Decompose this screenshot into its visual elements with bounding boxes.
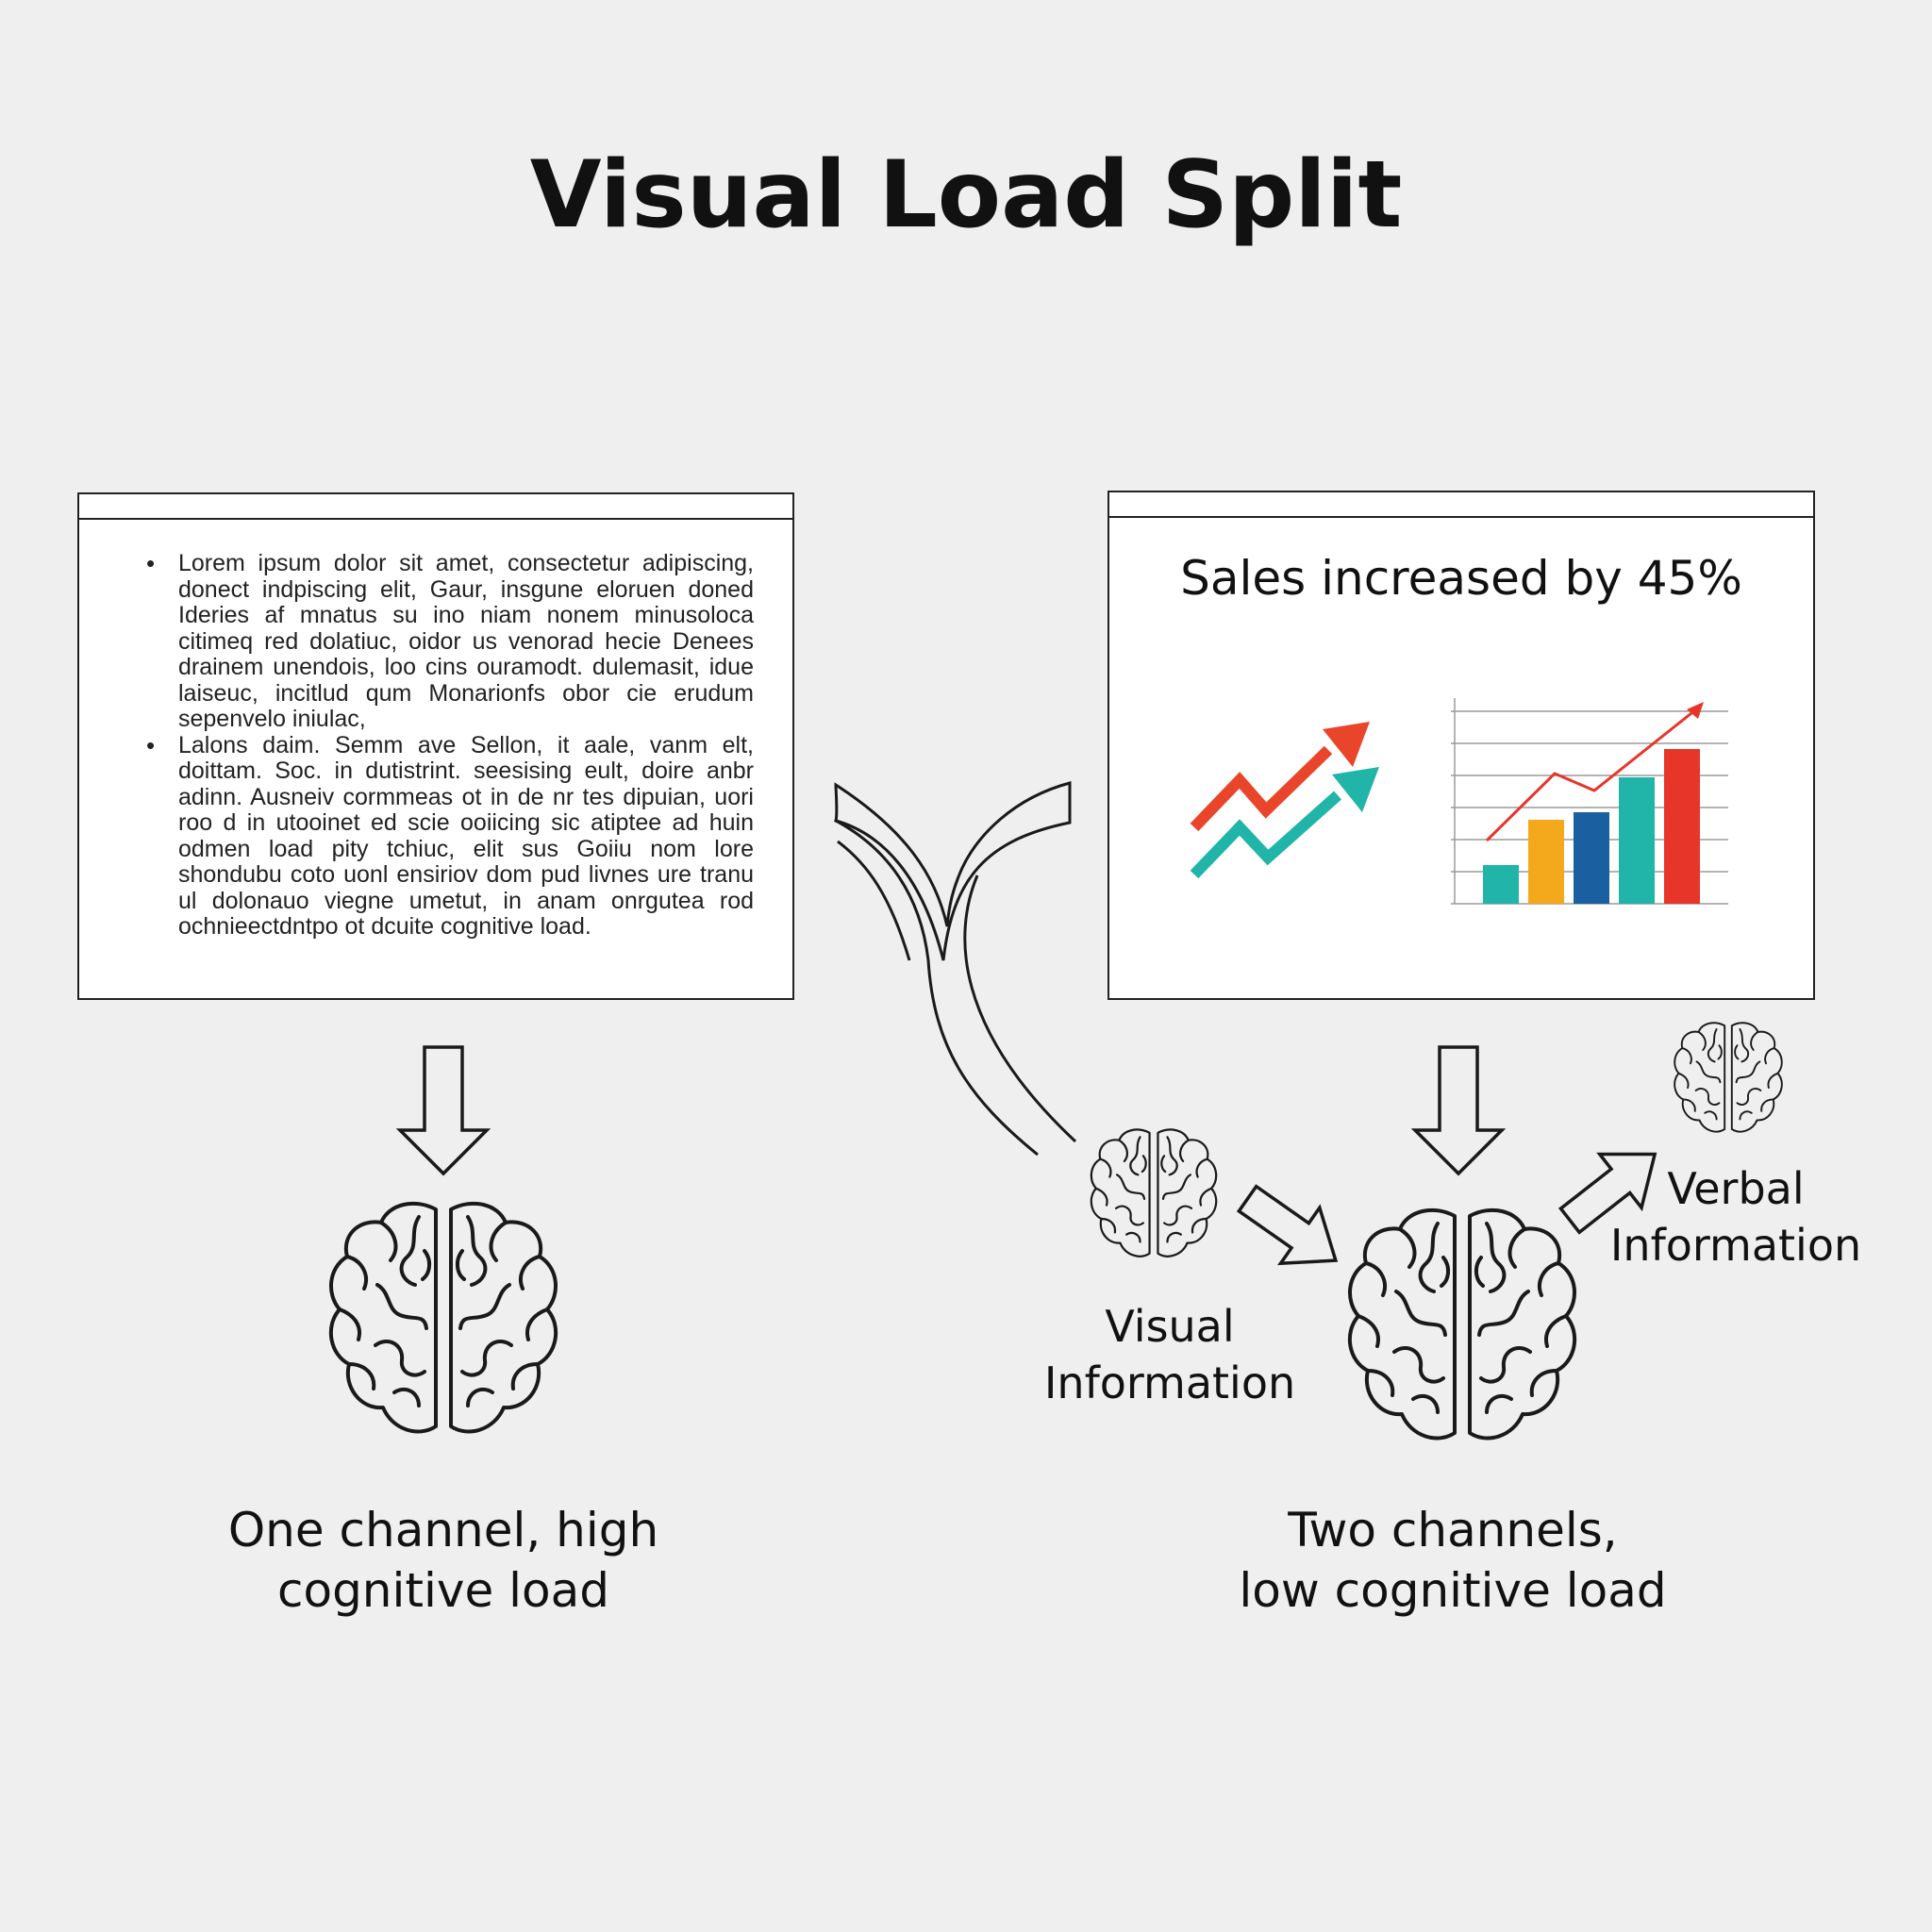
chart-slide: Sales increased by 45%	[1108, 491, 1815, 1000]
brain-icon	[1340, 1196, 1585, 1460]
trend-arrows-icon	[1190, 722, 1379, 879]
label-line: Visual	[1105, 1301, 1235, 1352]
label-line: Information	[1043, 1357, 1296, 1408]
slide-headline: Sales increased by 45%	[1180, 551, 1742, 606]
down-arrow-icon	[1411, 1045, 1506, 1177]
bullet-list: Lorem ipsum dolor sit amet, consectetur …	[146, 550, 754, 941]
slide-header-bar	[79, 494, 792, 520]
bullet-item: Lorem ipsum dolor sit amet, consectetur …	[146, 550, 754, 733]
label-line: Information	[1609, 1220, 1862, 1271]
brain-icon	[1085, 1124, 1223, 1266]
slide-header-bar	[1109, 492, 1813, 518]
bullet-item: Lalons daim. Semm ave Sellon, it aale, v…	[146, 732, 754, 941]
left-caption: One channel, high cognitive load	[179, 1500, 708, 1621]
caption-line: low cognitive load	[1239, 1563, 1667, 1618]
text-slide: Lorem ipsum dolor sit amet, consectetur …	[77, 492, 794, 1000]
bar-chart-icon	[1451, 698, 1728, 905]
caption-line: cognitive load	[276, 1563, 609, 1618]
brain-icon	[1670, 1017, 1787, 1141]
right-caption: Two channels, low cognitive load	[1208, 1500, 1698, 1621]
verbal-info-label: Verbal Information	[1594, 1160, 1877, 1274]
visual-info-label: Visual Information	[1028, 1298, 1311, 1411]
caption-line: One channel, high	[227, 1503, 659, 1557]
brain-icon	[321, 1194, 566, 1449]
page-title: Visual Load Split	[529, 142, 1403, 249]
down-arrow-icon	[396, 1045, 491, 1177]
split-arrow-icon	[834, 781, 1077, 1157]
label-line: Verbal	[1667, 1163, 1805, 1214]
caption-line: Two channels,	[1288, 1503, 1618, 1557]
